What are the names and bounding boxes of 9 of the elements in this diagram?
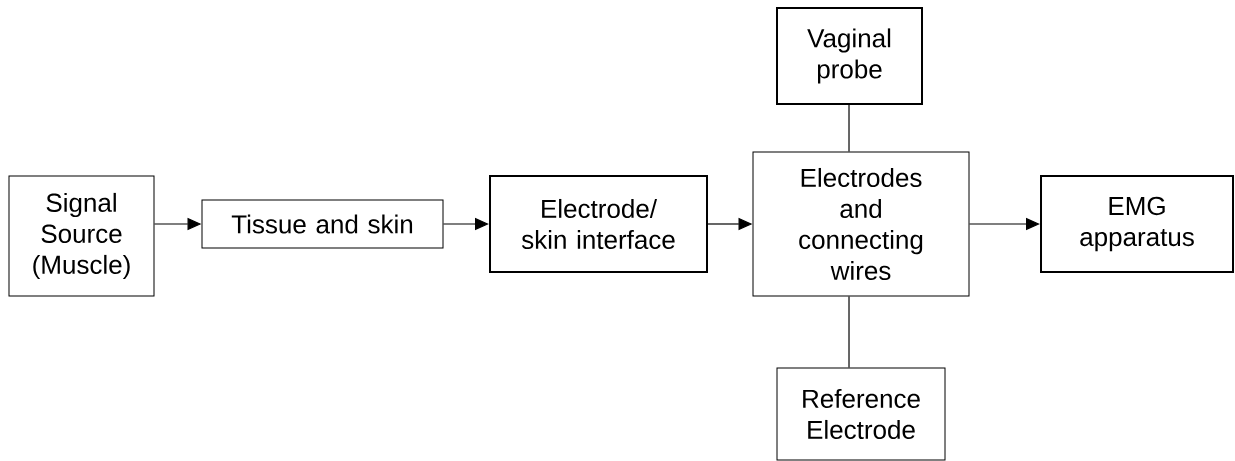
process-box: Electrode/ skin interface bbox=[489, 175, 708, 273]
process-box: Vaginal probe bbox=[776, 7, 923, 105]
process-box: Tissue and skin bbox=[201, 199, 444, 249]
process-box: EMG apparatus bbox=[1040, 175, 1234, 273]
connector-line bbox=[848, 104, 850, 153]
process-box: Reference Electrode bbox=[776, 367, 946, 461]
process-box: Signal Source (Muscle) bbox=[8, 175, 155, 297]
connector-line bbox=[848, 295, 850, 369]
process-box: Electrodes and connecting wires bbox=[752, 151, 970, 297]
